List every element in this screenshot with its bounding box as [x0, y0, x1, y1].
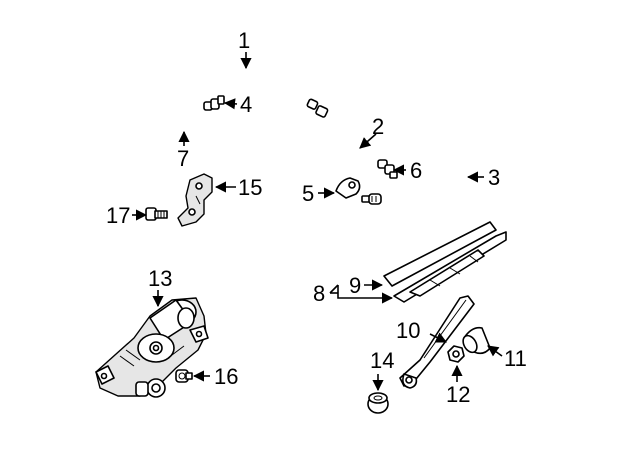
part-13-wiper-motor: [95, 297, 209, 398]
part-11-cap: [462, 326, 491, 355]
part-3-hose: [393, 173, 467, 207]
callout-17: 17: [106, 203, 130, 228]
callout-2: 2: [372, 114, 384, 139]
callout-12: 12: [446, 382, 470, 407]
callout-8: 8: [313, 281, 325, 306]
callout-13: 13: [148, 266, 172, 291]
callout-3: 3: [488, 165, 500, 190]
part-14-grommet: [367, 392, 389, 414]
callout-4: 4: [240, 92, 252, 117]
callout-11: 11: [504, 346, 527, 371]
part-12-nut: [447, 345, 465, 363]
callout-7: 7: [177, 146, 189, 171]
callout-6: 6: [410, 158, 422, 183]
callout-10: 10: [396, 318, 420, 343]
part-15-bracket: [177, 173, 213, 227]
callout-9: 9: [349, 273, 361, 298]
callout-5: 5: [302, 181, 314, 206]
part-7-elbow-hose: [169, 115, 196, 131]
part-9-wiper-blade: [383, 221, 507, 303]
part-1-washer-hose: [221, 70, 329, 118]
callout-16: 16: [214, 364, 238, 389]
part-4-connector: [203, 95, 225, 111]
part-5-nozzle: [335, 177, 382, 205]
leader-lines: [132, 52, 503, 392]
part-17-bolt: [145, 207, 168, 221]
part-2-hose: [331, 122, 371, 163]
part-16-bolt: [175, 369, 193, 383]
part-6-connector: [377, 159, 398, 179]
callout-15: 15: [238, 175, 262, 200]
callout-1: 1: [238, 28, 250, 53]
callout-14: 14: [370, 348, 394, 373]
